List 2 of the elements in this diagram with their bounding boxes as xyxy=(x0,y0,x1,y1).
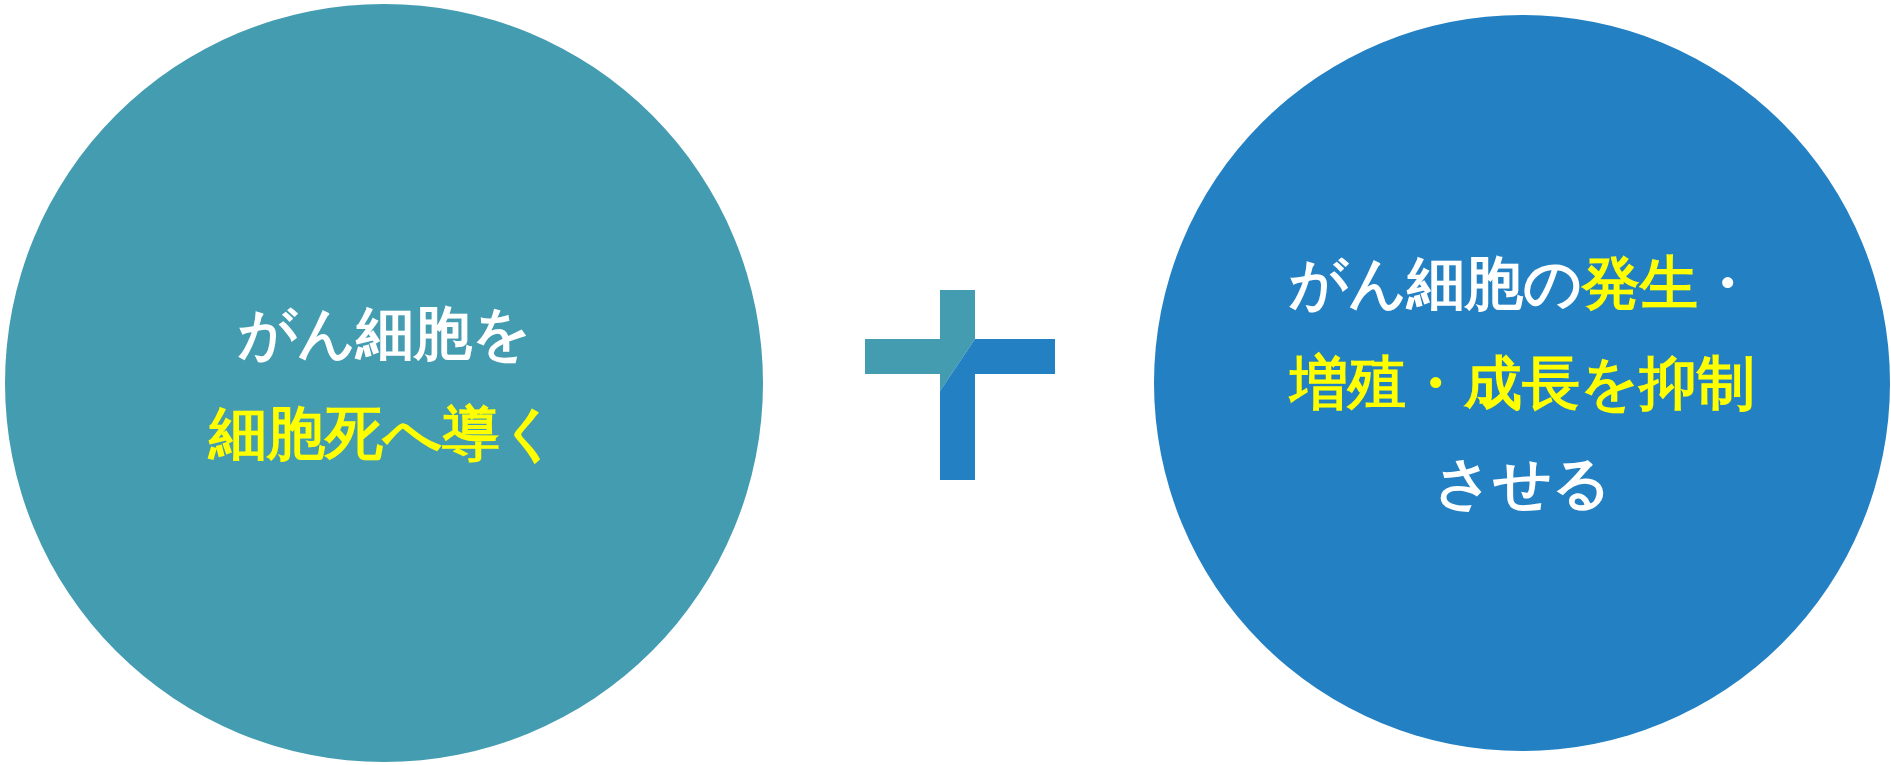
circle-text: がん細胞の発生・増殖・成長を抑制させる xyxy=(1287,248,1757,519)
circle-text: がん細胞を細胞死へ導く xyxy=(207,298,560,469)
